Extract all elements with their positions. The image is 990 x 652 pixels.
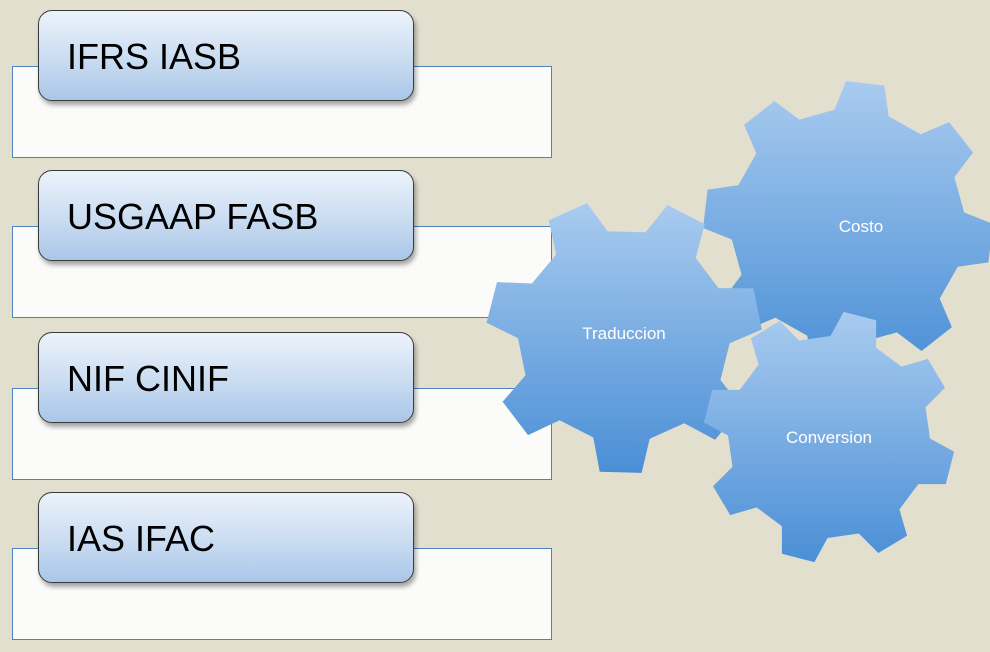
gear-label: Traduccion — [582, 324, 665, 343]
standard-item-ifrs-iasb: IFRS IASB — [0, 10, 560, 170]
standard-label: IFRS IASB — [38, 10, 414, 101]
gear-shape — [703, 311, 955, 563]
gear-shape — [703, 81, 990, 371]
gears-diagram: Costo Traduccion Conversion — [486, 81, 990, 563]
standard-label: USGAAP FASB — [38, 170, 414, 261]
gear-shape — [486, 203, 762, 473]
standard-item-nif-cinif: NIF CINIF — [0, 332, 560, 492]
gear-label: Conversion — [786, 428, 872, 447]
gear-costo: Costo — [703, 81, 990, 371]
gear-conversion: Conversion — [703, 311, 955, 563]
standard-label: NIF CINIF — [38, 332, 414, 423]
gear-label: Costo — [839, 217, 883, 236]
standard-item-usgaap-fasb: USGAAP FASB — [0, 170, 560, 330]
standard-label: IAS IFAC — [38, 492, 414, 583]
gear-traduccion: Traduccion — [486, 203, 762, 473]
